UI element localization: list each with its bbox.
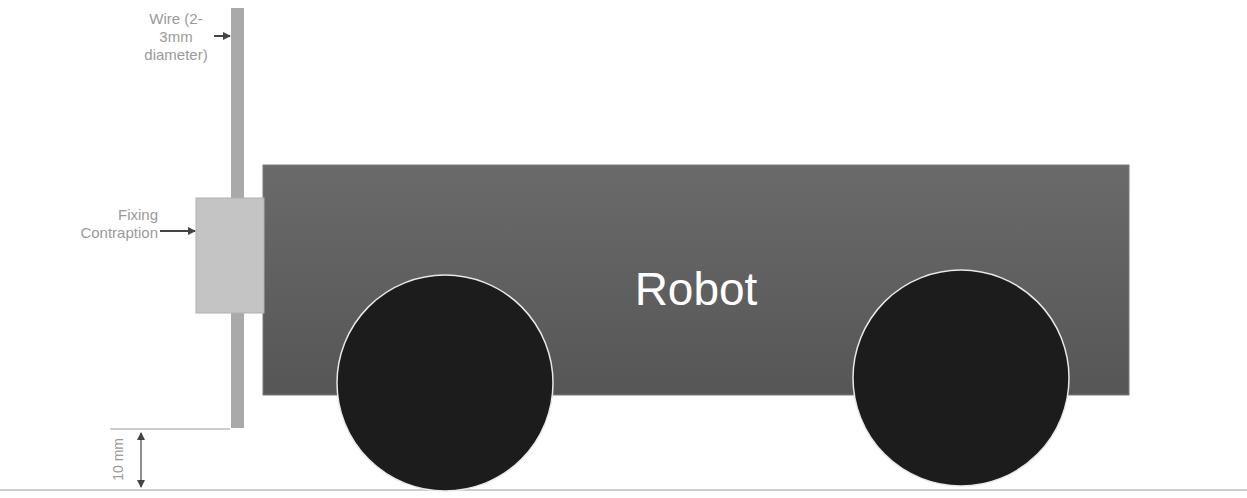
wheel (337, 275, 553, 491)
dimension-line (140, 433, 141, 487)
leader-arrow (160, 230, 195, 232)
robot-body-label: Robot (263, 165, 1129, 395)
fixing-label: Fixing Contraption (70, 206, 158, 242)
fixing-contraption (196, 198, 264, 313)
ground-line (0, 489, 1247, 491)
dimension-extension (110, 428, 230, 429)
wheel (853, 270, 1069, 486)
node-text: Robot (635, 264, 758, 315)
leader-arrow (214, 35, 230, 37)
dimension-label: 10 mm (110, 436, 127, 483)
wire-label: Wire (2-3mm diameter) (140, 10, 212, 64)
